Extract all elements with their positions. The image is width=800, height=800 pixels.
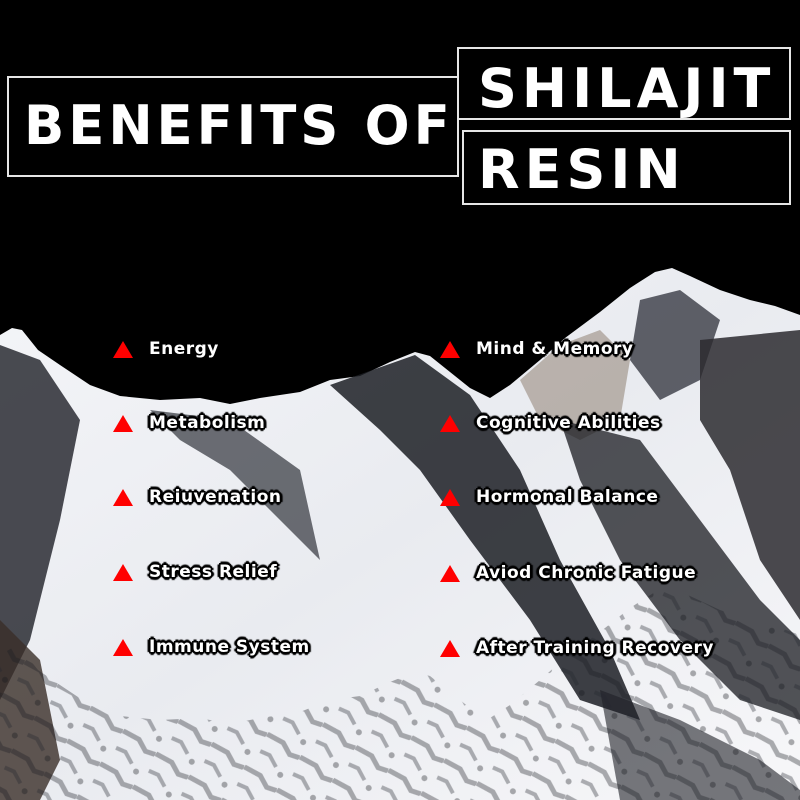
red-triangle-icon	[440, 639, 460, 657]
benefit-label: Metabolism	[149, 413, 266, 433]
benefit-label: After Training Recovery	[476, 638, 714, 658]
benefit-item-rejuvenation: Reiuvenation	[113, 485, 281, 509]
benefit-label: Cognitive Abilities	[476, 413, 661, 433]
benefit-item-chronic-fatigue: Aviod Chronic Fatigue	[440, 561, 696, 585]
benefit-item-immune-system: Immune System	[113, 635, 310, 659]
title-shilajit: SHILAJIT	[478, 57, 776, 120]
red-triangle-icon	[440, 340, 460, 358]
red-triangle-icon	[113, 340, 133, 358]
red-triangle-icon	[113, 414, 133, 432]
benefit-item-metabolism: Metabolism	[113, 411, 265, 435]
benefit-label: Stress Relief	[149, 562, 278, 582]
red-triangle-icon	[440, 564, 460, 582]
title-frame-right-top	[457, 47, 791, 120]
benefit-label: Mind & Memory	[476, 339, 634, 359]
benefit-label: Reiuvenation	[149, 487, 282, 507]
benefit-label: Hormonal Balance	[476, 487, 659, 507]
benefit-label: Aviod Chronic Fatigue	[476, 563, 697, 583]
benefit-label: Immune System	[149, 637, 310, 657]
red-triangle-icon	[113, 638, 133, 656]
benefit-item-training-recovery: After Training Recovery	[440, 636, 714, 660]
title-benefits-of: BENEFITS OF	[24, 94, 454, 157]
benefit-item-mind-memory: Mind & Memory	[440, 337, 633, 361]
benefit-item-energy: Energy	[113, 337, 219, 361]
benefit-item-stress-relief: Stress Relief	[113, 560, 277, 584]
title-frame-right-bottom	[462, 130, 791, 205]
title-resin: RESIN	[478, 138, 686, 201]
benefit-item-hormonal-balance: Hormonal Balance	[440, 485, 658, 509]
red-triangle-icon	[113, 488, 133, 506]
red-triangle-icon	[440, 414, 460, 432]
benefit-label: Energy	[149, 339, 219, 359]
red-triangle-icon	[440, 488, 460, 506]
benefit-item-cognitive-abilities: Cognitive Abilities	[440, 411, 661, 435]
title-frame-left	[7, 76, 459, 177]
red-triangle-icon	[113, 563, 133, 581]
